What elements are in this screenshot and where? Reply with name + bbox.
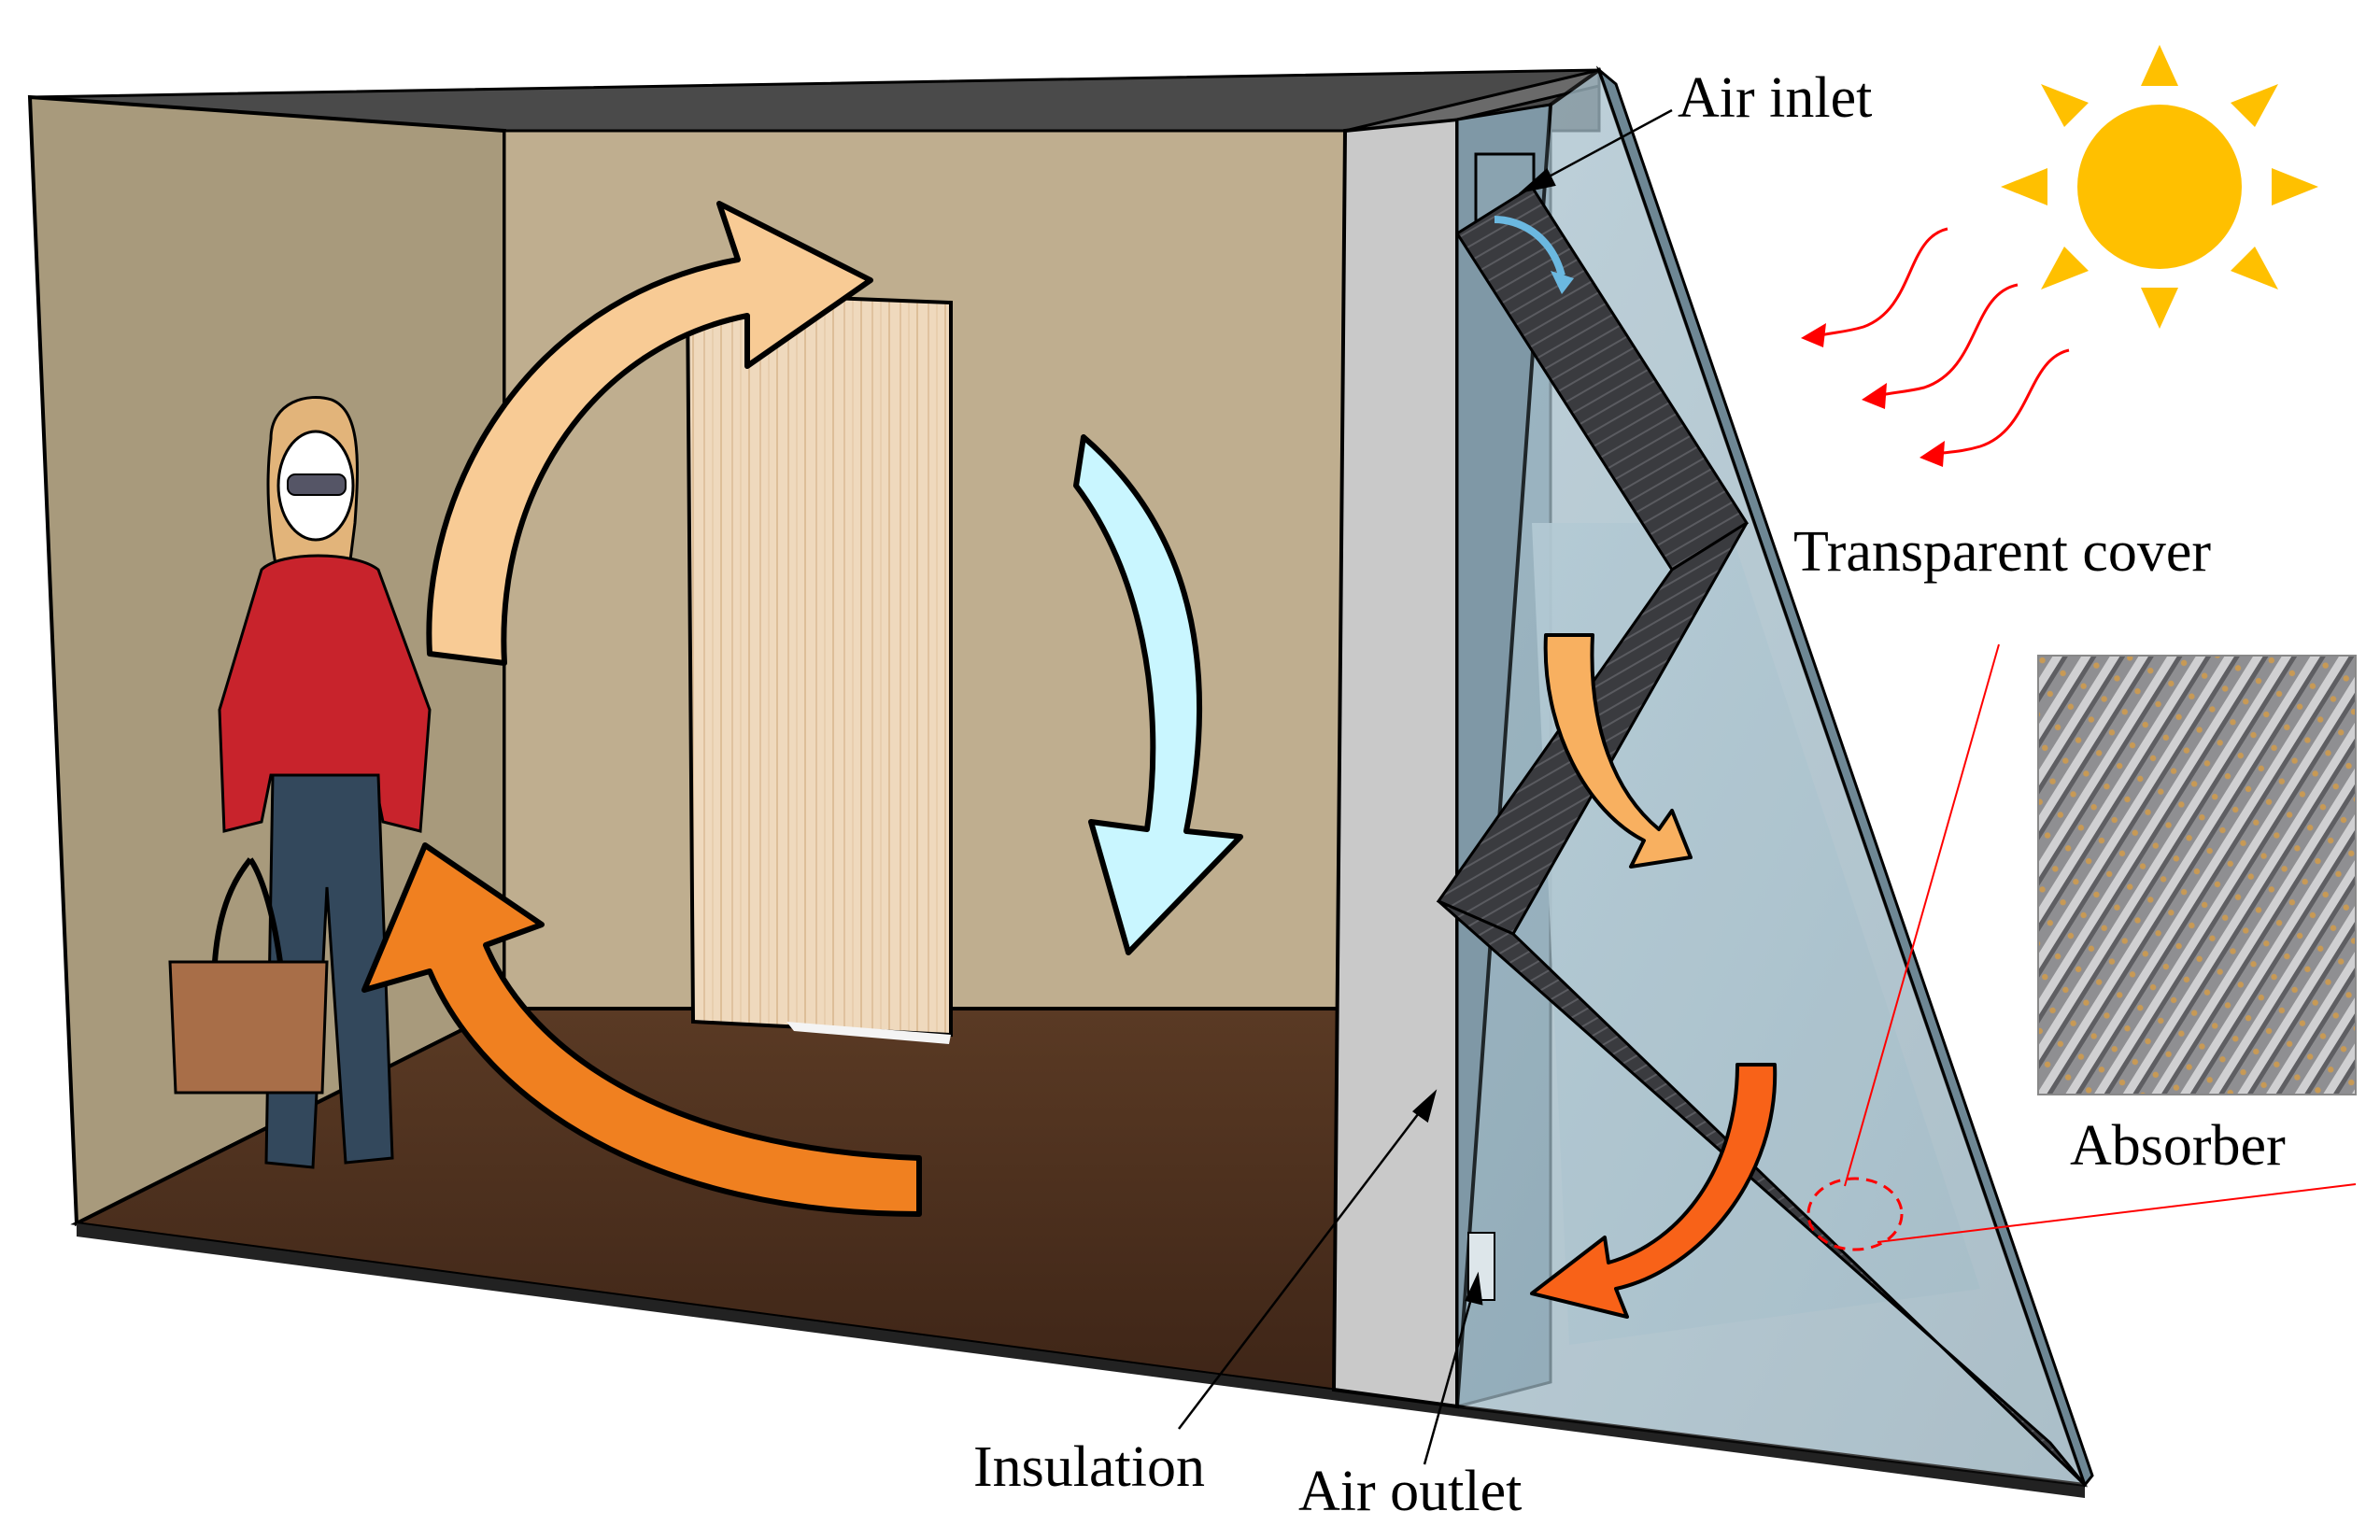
solar-rays [1801, 227, 2070, 467]
warm-air-arrow [426, 201, 873, 666]
leader-lines [1178, 108, 1673, 1465]
inlet-air-arrow [1494, 216, 1565, 277]
air-outlet-label: Air outlet [1298, 1460, 1523, 1523]
solar-ray-3 [1934, 348, 2070, 456]
room-base-edge [77, 1223, 2085, 1498]
solar-collector [1436, 65, 2094, 1489]
person-icon [168, 395, 432, 1169]
air-inlet-label: Air inlet [1678, 66, 1873, 130]
cover-callout-line [1844, 643, 2000, 1187]
handbag-straps [212, 857, 283, 963]
collector-hot-arrow [1530, 1063, 1778, 1319]
inlet-air-arrow-head [1551, 271, 1574, 294]
sun-icon [2001, 45, 2318, 329]
air-outlet-leader-head [1465, 1271, 1483, 1306]
door-icon [685, 290, 953, 1038]
absorber-photo-icon [2037, 655, 2357, 1095]
handbag-icon [168, 960, 329, 1095]
sunglasses-icon [287, 473, 347, 496]
person-shirt [218, 554, 432, 833]
absorber-highlight-circle [1806, 1177, 1904, 1251]
insulation-leader [1178, 1101, 1428, 1430]
airflow-arrows [361, 201, 1778, 1319]
solar-ray-2-head [1862, 383, 1887, 409]
solar-ray-2 [1877, 283, 2019, 398]
absorber-callout-line [1877, 1183, 2357, 1243]
transparent-cover-label: Transparent cover [1793, 520, 2212, 584]
door-gap [786, 1022, 951, 1044]
air-inlet-leader-head [1518, 167, 1556, 194]
air-outlet-leader [1423, 1288, 1476, 1465]
solar-ray-1-head [1801, 323, 1826, 347]
collector-warm-arrow [1543, 633, 1693, 869]
insulation-label: Insulation [973, 1435, 1205, 1499]
insulation-block [1331, 117, 1459, 1409]
hot-air-arrow [361, 842, 922, 1217]
insulation-leader-head [1412, 1089, 1438, 1123]
room [27, 68, 2085, 1498]
solar-ray-1 [1816, 227, 1948, 338]
absorber-plate-lower [1438, 899, 2087, 1487]
absorber-callout [1806, 643, 2357, 1251]
absorber-label: Absorber [2070, 1114, 2286, 1178]
cover-side-face [1595, 65, 2094, 1489]
solar-ray-3-head [1920, 441, 1945, 467]
insulation-wall [1331, 68, 1601, 1409]
cool-air-arrow [1073, 434, 1243, 955]
air-inlet-leader [1529, 108, 1673, 189]
